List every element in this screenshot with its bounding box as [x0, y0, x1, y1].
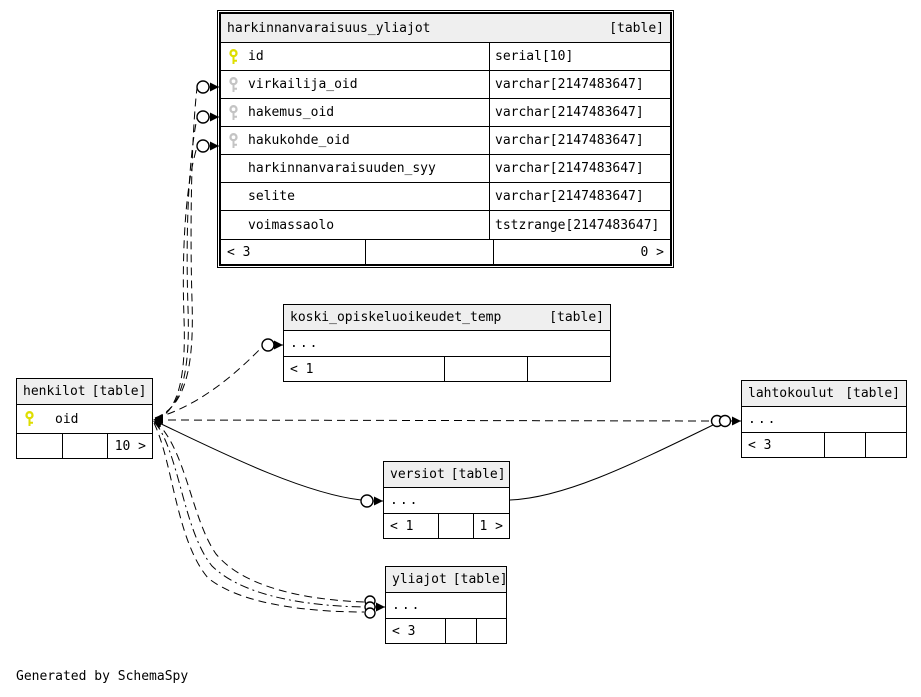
edge-henkilot-versiot — [154, 420, 383, 508]
edge-henkilot-yliajot-2 — [154, 421, 365, 608]
column-row-virkailija-oid[interactable]: virkailija_oid varchar[2147483647] — [221, 71, 670, 99]
column-row-voimassaolo[interactable]: voimassaolo tstzrange[2147483647] — [221, 211, 670, 239]
table-koski-opiskeluoikeudet-temp[interactable]: koski_opiskeluoikeudet_temp [table] ... … — [283, 304, 611, 382]
column-type: varchar[2147483647] — [489, 155, 670, 182]
table-tag: [table] — [450, 467, 506, 482]
footer-mid-cell — [445, 619, 476, 643]
yliajot-cardinality-connector — [364, 595, 385, 619]
footer-children-count: < 3 — [392, 623, 416, 639]
footer-parents-count — [865, 433, 906, 457]
edge-versiot-lahtokoulut — [509, 424, 714, 501]
index-key-icon — [229, 132, 238, 148]
column-row-hakukohde-oid[interactable]: hakukohde_oid varchar[2147483647] — [221, 127, 670, 155]
footer-children-count: < 3 — [227, 244, 251, 260]
footer-mid-cell — [444, 357, 527, 381]
column-type: varchar[2147483647] — [489, 71, 670, 98]
column-name: selite — [248, 189, 295, 204]
table-tag: [table] — [91, 384, 147, 399]
column-type: serial[10] — [489, 43, 670, 70]
footer-mid-cell — [62, 434, 107, 458]
column-row-hakemus-oid[interactable]: hakemus_oid varchar[2147483647] — [221, 99, 670, 127]
column-name: hakukohde_oid — [248, 133, 350, 148]
edge-henkilot-lahtokoulut — [154, 414, 741, 428]
primary-key-icon — [25, 411, 34, 426]
table-header[interactable]: yliajot [table] — [386, 567, 508, 593]
table-title: lahtokoulut — [748, 386, 835, 401]
column-name: voimassaolo — [248, 217, 335, 233]
column-type: tstzrange[2147483647] — [489, 211, 670, 239]
table-footer: < 1 — [284, 356, 610, 381]
footer-parents-count: 10 > — [107, 434, 152, 458]
table-title: yliajot — [392, 572, 447, 587]
table-yliajot[interactable]: yliajot [table] ... < 3 — [385, 566, 508, 644]
column-name: oid — [55, 411, 79, 427]
footer-parents-count: 0 > — [493, 240, 670, 264]
index-key-icon — [229, 104, 238, 120]
table-title: koski_opiskeluoikeudet_temp — [290, 310, 502, 325]
footer-parents-count: 1 > — [472, 514, 509, 538]
collapsed-columns-row[interactable]: ... — [748, 412, 778, 427]
table-footer: < 3 — [386, 618, 506, 643]
generator-note: Generated by SchemaSpy — [16, 669, 189, 684]
footer-mid-cell — [365, 240, 493, 264]
column-type: varchar[2147483647] — [489, 127, 670, 154]
column-name: hakemus_oid — [248, 105, 335, 120]
collapsed-columns-row[interactable]: ... — [290, 336, 320, 351]
table-harkinnanvaraisuus-yliajot[interactable]: harkinnanvaraisuus_yliajot [table] id se… — [217, 10, 674, 268]
table-title: versiot — [390, 467, 445, 482]
table-title: harkinnanvaraisuus_yliajot — [227, 20, 431, 36]
column-row-id[interactable]: id serial[10] — [221, 43, 670, 71]
table-versiot[interactable]: versiot [table] ... < 1 1 > — [383, 461, 510, 539]
henkilot-oid-arrowheads — [153, 414, 163, 429]
table-tag: [table] — [609, 20, 664, 36]
edge-henkilot-yliajot-1 — [154, 420, 365, 603]
index-key-icon — [229, 76, 238, 92]
column-type: varchar[2147483647] — [489, 99, 670, 126]
footer-children-count: < 1 — [390, 518, 414, 534]
edge-henkilot-yliajot-3 — [153, 422, 365, 613]
footer-children-count — [17, 434, 62, 458]
edge-henkilot-hakukohde-oid — [154, 139, 219, 421]
table-header[interactable]: lahtokoulut [table] — [742, 381, 906, 407]
table-header[interactable]: harkinnanvaraisuus_yliajot [table] — [221, 14, 670, 43]
footer-children-count: < 1 — [290, 361, 314, 377]
table-tag: [table] — [845, 386, 900, 401]
table-footer: < 1 1 > — [384, 513, 509, 538]
table-tag: [table] — [452, 572, 508, 587]
table-tag: [table] — [549, 310, 604, 325]
collapsed-columns-row[interactable]: ... — [392, 598, 422, 613]
footer-mid-cell — [824, 433, 865, 457]
table-footer: 10 > — [17, 433, 152, 458]
table-footer: < 3 0 > — [221, 239, 670, 264]
column-row-harkinnanvaraisuuden-syy[interactable]: harkinnanvaraisuuden_syy varchar[2147483… — [221, 155, 670, 183]
footer-mid-cell — [437, 514, 473, 538]
table-title: henkilot — [23, 384, 86, 399]
edge-henkilot-koski — [154, 338, 283, 419]
table-header[interactable]: koski_opiskeluoikeudet_temp [table] — [284, 305, 610, 331]
table-header[interactable]: henkilot [table] — [17, 379, 152, 405]
edge-henkilot-virkailija-oid — [154, 80, 219, 419]
table-footer: < 3 — [742, 432, 906, 457]
footer-parents-count — [527, 357, 610, 381]
edge-henkilot-hakemus-oid — [154, 110, 219, 420]
primary-key-icon — [229, 48, 238, 64]
table-henkilot[interactable]: henkilot [table] oid 10 > — [16, 378, 153, 459]
column-name: virkailija_oid — [248, 77, 358, 92]
collapsed-columns-row[interactable]: ... — [390, 493, 420, 508]
column-row-oid[interactable]: oid — [17, 405, 152, 433]
column-name: id — [248, 49, 264, 64]
table-lahtokoulut[interactable]: lahtokoulut [table] ... < 3 — [741, 380, 907, 458]
footer-children-count: < 3 — [748, 437, 772, 453]
column-type: varchar[2147483647] — [489, 183, 670, 210]
column-row-selite[interactable]: selite varchar[2147483647] — [221, 183, 670, 211]
table-header[interactable]: versiot [table] — [384, 462, 509, 488]
footer-parents-count — [476, 619, 506, 643]
column-name: harkinnanvaraisuuden_syy — [248, 161, 436, 176]
